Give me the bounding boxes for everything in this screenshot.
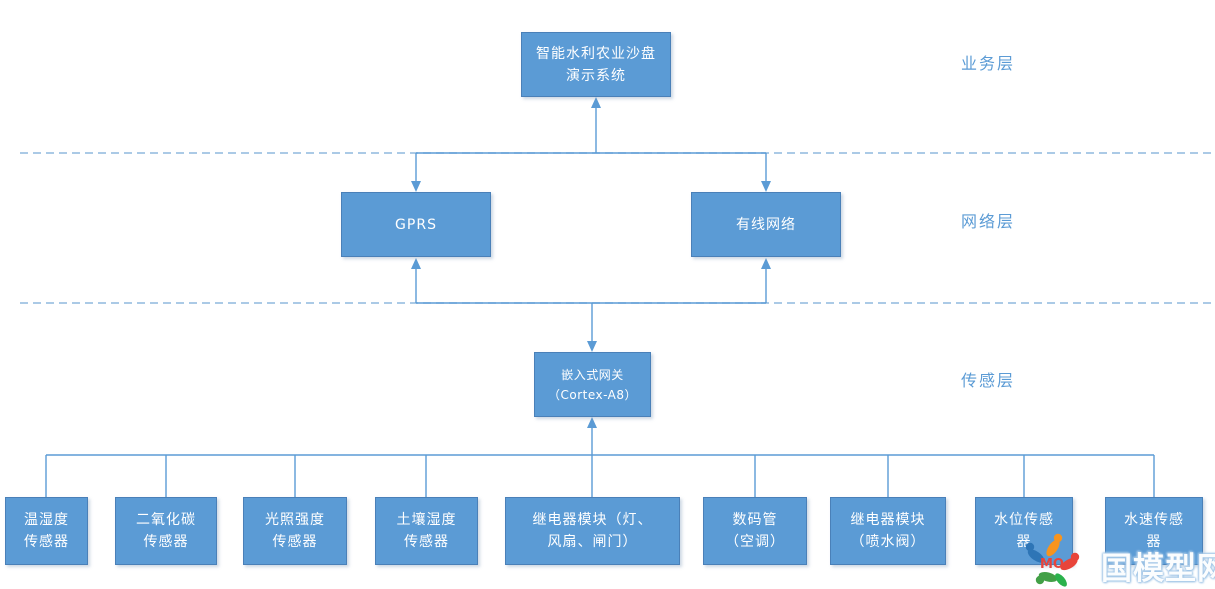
node-co2-sensor: 二氧化碳 传感器 xyxy=(115,497,217,565)
node-business-system-label: 智能水利农业沙盘 演示系统 xyxy=(536,45,656,84)
node-gprs-label: GPRS xyxy=(395,216,437,233)
connector-segments xyxy=(45,105,1155,497)
node-soil-moisture-sensor: 土壤湿度 传感器 xyxy=(375,497,478,565)
node-relay-light-fan-gate: 继电器模块（灯、 风扇、闸门） xyxy=(505,497,680,565)
node-light-intensity-sensor-label: 光照强度 传感器 xyxy=(265,512,325,550)
node-wired-network: 有线网络 xyxy=(691,192,841,257)
node-relay-light-fan-gate-label: 继电器模块（灯、 风扇、闸门） xyxy=(532,512,653,550)
node-water-speed-sensor: 水速传感 器 xyxy=(1105,497,1203,565)
node-temp-humidity-sensor-label: 温湿度 传感器 xyxy=(24,512,69,550)
node-water-speed-sensor-label: 水速传感 器 xyxy=(1124,512,1184,550)
node-water-level-sensor: 水位传感 器 xyxy=(975,497,1073,565)
watermark-mo-text: MO xyxy=(1040,557,1064,572)
node-co2-sensor-label: 二氧化碳 传感器 xyxy=(136,512,196,550)
node-soil-moisture-sensor-label: 土壤湿度 传感器 xyxy=(396,512,457,550)
node-embedded-gateway-label: 嵌入式网关 （Cortex-A8） xyxy=(547,367,638,402)
watermark-logo-icon: MO xyxy=(1025,533,1080,587)
node-wired-network-label: 有线网络 xyxy=(736,216,796,233)
node-digital-tube-ac: 数码管 （空调） xyxy=(703,497,807,565)
node-business-system: 智能水利农业沙盘 演示系统 xyxy=(521,32,671,97)
layer-label-sensing: 传感层 xyxy=(961,371,1016,390)
node-relay-spray-valve-label: 继电器模块 （喷水阀） xyxy=(850,512,926,550)
node-digital-tube-ac-label: 数码管 （空调） xyxy=(725,512,785,550)
node-light-intensity-sensor: 光照强度 传感器 xyxy=(243,497,347,565)
layer-divider-lines xyxy=(20,152,1215,304)
layer-label-network: 网络层 xyxy=(961,212,1016,231)
node-gprs: GPRS xyxy=(341,192,491,257)
arrowhead-icons xyxy=(411,97,771,428)
node-embedded-gateway: 嵌入式网关 （Cortex-A8） xyxy=(534,352,651,417)
layer-label-business: 业务层 xyxy=(961,54,1016,73)
node-temp-humidity-sensor: 温湿度 传感器 xyxy=(5,497,88,565)
node-relay-spray-valve: 继电器模块 （喷水阀） xyxy=(830,497,946,565)
watermark-text: 国模型网 xyxy=(1101,551,1215,587)
